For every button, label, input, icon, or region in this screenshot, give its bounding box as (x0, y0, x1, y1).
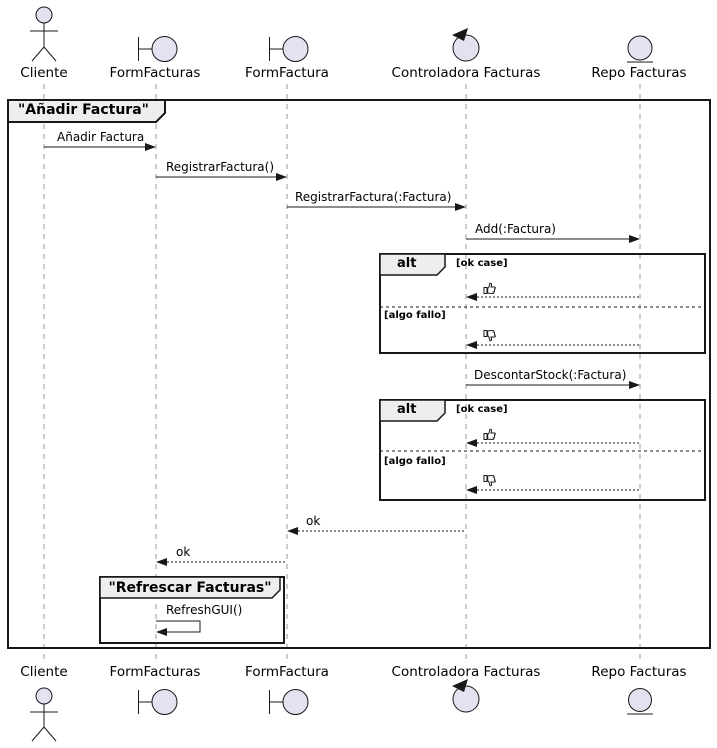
group-frame-title: "Refrescar Facturas" (108, 580, 272, 596)
message-label-refreshgui: RefreshGUI() (166, 603, 243, 617)
message-label-ok1: ok (306, 514, 321, 528)
entity-icon (627, 688, 653, 715)
arrowhead-icon (287, 527, 298, 535)
arrowhead-icon (466, 293, 477, 301)
alt1-guard-ok: [ok case] (456, 258, 508, 269)
arrowhead-icon (145, 143, 156, 151)
entity-icon (627, 35, 653, 63)
main-frame (7, 99, 711, 649)
control-icon (452, 679, 480, 713)
participant-label-repo-bottom: Repo Facturas (591, 664, 687, 680)
lifelines (43, 84, 641, 662)
alt-frame-2 (379, 399, 706, 501)
main-frame-header (7, 99, 166, 123)
boundary-icon (138, 36, 178, 62)
alt2-guard-ok: [ok case] (456, 404, 508, 415)
control-icon (452, 28, 480, 62)
participant-label-controladora-bottom: Controladora Facturas (391, 664, 541, 680)
participant-label-formfacturas: FormFacturas (109, 65, 201, 81)
self-message-line (156, 620, 201, 633)
participant-icons-top (30, 6, 653, 63)
participant-label-repo: Repo Facturas (591, 65, 687, 81)
alt-operator-1: alt (397, 256, 417, 271)
participant-label-cliente-bottom: Cliente (20, 664, 68, 680)
actor-icon (30, 6, 58, 62)
message-label-registrar-param: RegistrarFactura(:Factura) (295, 190, 452, 204)
thumbs-down-icon (483, 330, 496, 342)
message-label-add: Add(:Factura) (475, 222, 556, 236)
alt1-guard-fail: [algo fallo] (384, 310, 446, 321)
messages-solid (44, 143, 640, 389)
main-frame-title: "Añadir Factura" (18, 102, 149, 118)
message-label-anadir: Añadir Factura (57, 130, 145, 144)
group-frame-header (99, 576, 281, 599)
arrowhead-icon (466, 341, 477, 349)
thumbs-up-icon (483, 428, 496, 440)
message-label-descontar: DescontarStock(:Factura) (474, 368, 627, 382)
thumbs-up-icon (483, 282, 496, 294)
alt2-guard-fail: [algo fallo] (384, 456, 446, 467)
thumbs-down-icon (483, 475, 496, 487)
participant-label-controladora: Controladora Facturas (391, 65, 541, 81)
participant-label-formfactura-bottom: FormFactura (245, 664, 329, 680)
boundary-icon (269, 689, 309, 715)
arrowhead-icon (276, 173, 287, 181)
message-label-registrar: RegistrarFactura() (166, 160, 275, 174)
boundary-icon (269, 36, 309, 62)
participant-label-cliente: Cliente (20, 65, 68, 81)
return-messages (156, 527, 466, 566)
arrowhead-icon (156, 628, 167, 636)
message-label-ok2: ok (176, 545, 191, 559)
arrowhead-icon (629, 381, 640, 389)
alt-frame-1-header (379, 253, 446, 276)
group-frame (99, 576, 285, 644)
alt-frame-2-header (379, 399, 446, 422)
alt-frame-1 (379, 253, 706, 354)
participant-icons-bottom (30, 679, 653, 742)
arrowhead-icon (156, 558, 167, 566)
arrowhead-icon (466, 439, 477, 447)
participant-label-formfacturas-bottom: FormFacturas (109, 664, 201, 680)
boundary-icon (138, 689, 178, 715)
arrowhead-icon (455, 203, 466, 211)
alt-operator-2: alt (397, 402, 417, 417)
actor-icon (30, 687, 58, 742)
participant-label-formfactura: FormFactura (245, 65, 329, 81)
arrowhead-icon (466, 486, 477, 494)
arrowhead-icon (629, 235, 640, 243)
